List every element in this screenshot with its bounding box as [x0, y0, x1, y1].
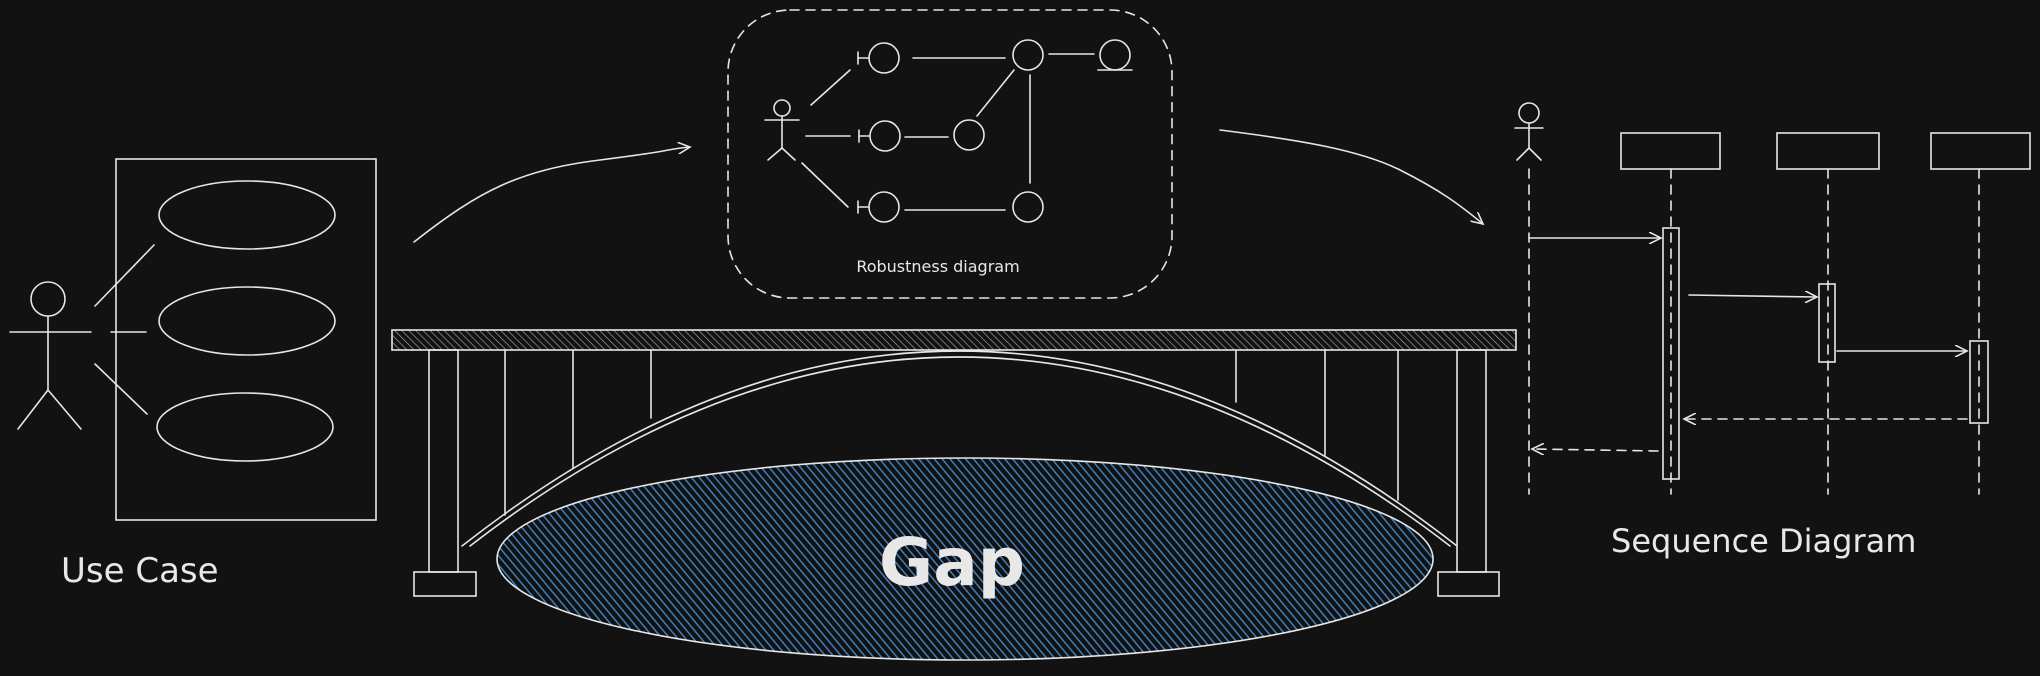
boundary-object-icon: [857, 42, 900, 74]
use-case-diagram: Use Case: [9, 158, 377, 591]
actor-icon: [9, 281, 92, 430]
use-case-ellipse: [156, 392, 334, 462]
arrow-to-sequence: [1219, 129, 1483, 224]
bridge-pillar-right: [1456, 349, 1487, 573]
sequence-diagram: Sequence Diagram: [1514, 102, 2031, 560]
bridge-base-left: [413, 571, 477, 597]
sequence-label: Sequence Diagram: [1611, 522, 1916, 560]
entity-object-icon: [1097, 39, 1133, 71]
bridge-pillar-left: [428, 349, 459, 573]
use-case-ellipse: [158, 180, 336, 250]
activation-bar: [1662, 227, 1680, 480]
actor-icon: [764, 99, 800, 161]
use-case-label: Use Case: [61, 551, 219, 591]
actor-icon: [1514, 102, 1544, 161]
bridge-deck: [391, 329, 1517, 351]
association-line: [94, 244, 155, 307]
control-object-icon: [953, 119, 985, 151]
arrow-to-robustness: [413, 147, 690, 243]
robustness-label: Robustness diagram: [856, 257, 1019, 276]
association-line: [94, 363, 148, 415]
participant-box: [1930, 132, 2031, 170]
gap-label: Gap: [879, 524, 1025, 601]
gap: Gap: [496, 457, 1434, 661]
return-arrow: [1532, 449, 1659, 451]
bridge: [391, 329, 1517, 597]
robustness-diagram: Robustness diagram: [727, 9, 1173, 299]
bridge-base-right: [1437, 571, 1500, 597]
bridge-hangers: [504, 349, 1399, 516]
activation-bar: [1969, 340, 1989, 424]
boundary-object-icon: [857, 191, 900, 223]
participant-box: [1776, 132, 1880, 170]
use-case-ellipse: [158, 286, 336, 356]
control-object-icon: [1012, 39, 1044, 71]
activation-bar: [1818, 283, 1836, 363]
bridge-arch-inner: [469, 356, 1451, 547]
robustness-frame: [727, 9, 1173, 299]
message-arrow: [1688, 295, 1817, 297]
boundary-object-icon: [858, 120, 901, 152]
control-object-icon: [1012, 191, 1044, 223]
robustness-links: [801, 53, 1095, 211]
bridge-arch: [461, 350, 1458, 547]
participant-box: [1620, 132, 1721, 170]
system-boundary: [115, 158, 377, 521]
gap-ellipse: [496, 457, 1434, 661]
